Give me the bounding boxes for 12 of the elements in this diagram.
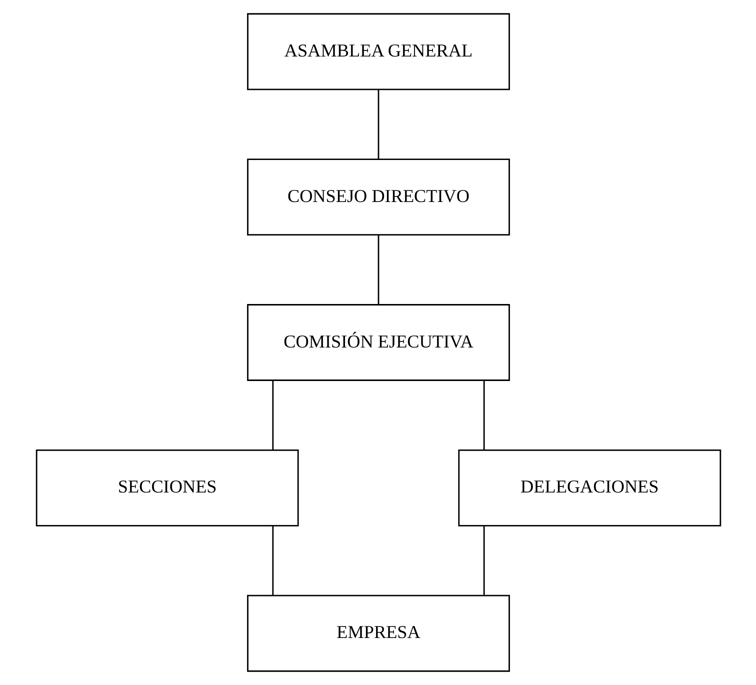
connector: [272, 380, 274, 450]
node-box: ASAMBLEA GENERAL: [246, 13, 510, 90]
connector: [272, 526, 274, 596]
node-box: EMPRESA: [246, 594, 510, 672]
node-box: DELEGACIONES: [458, 449, 721, 526]
node-box: COMISIÓN EJECUTIVA: [246, 304, 510, 381]
connector: [377, 234, 379, 304]
node-box: CONSEJO DIRECTIVO: [246, 158, 510, 236]
connector: [482, 380, 484, 450]
connector: [377, 89, 379, 159]
node-box: SECCIONES: [35, 449, 298, 526]
connector: [482, 526, 484, 596]
